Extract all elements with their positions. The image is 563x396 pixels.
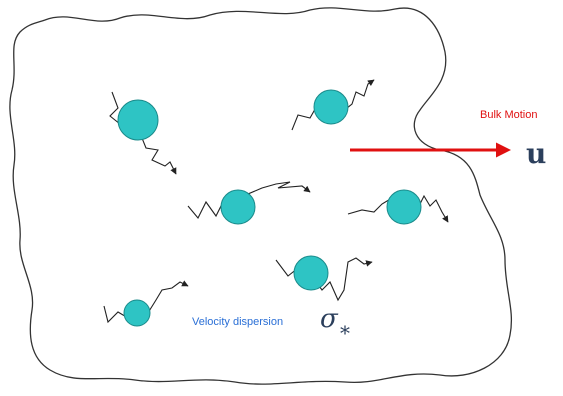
cloud-outline	[9, 7, 513, 385]
velocity-dispersion-label: Velocity dispersion	[192, 316, 283, 328]
bulk-velocity-symbol: u	[526, 137, 546, 170]
particle-2	[291, 79, 375, 131]
particle-6	[103, 280, 189, 327]
particle-circle-1	[117, 99, 159, 141]
particle-circle-4	[386, 189, 422, 225]
sigma-symbol: σ	[320, 304, 339, 334]
particle-3	[187, 181, 311, 225]
particle-1	[109, 91, 177, 175]
particle-4	[347, 189, 449, 225]
particle-5	[275, 255, 373, 302]
particle-circle-5	[293, 255, 329, 291]
particle-circle-3	[220, 189, 256, 225]
bulk-motion-label: Bulk Motion	[480, 109, 537, 121]
sigma-subscript: *	[340, 321, 350, 345]
particle-circle-2	[313, 89, 349, 125]
particle-circle-6	[123, 299, 151, 327]
